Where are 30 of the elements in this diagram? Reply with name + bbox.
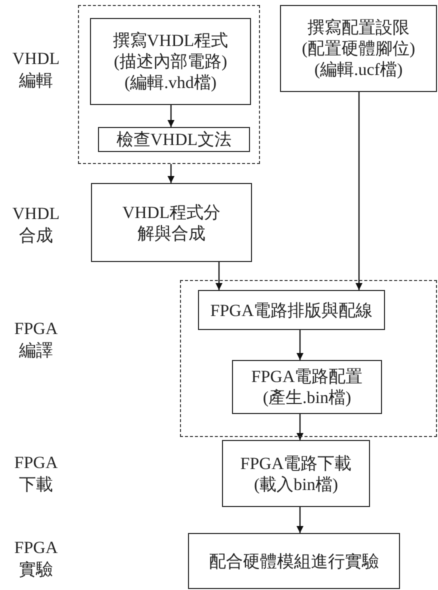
process-box: [222, 440, 370, 507]
step-text: 撰寫配置設限(配置硬體腳位)(編輯.ucf檔): [302, 17, 416, 80]
process-box: [91, 183, 252, 262]
step-text: 檢查VHDL文法: [116, 129, 232, 150]
arrow: [168, 105, 174, 127]
step-text: VHDL程式分解與合成: [121, 202, 222, 244]
arrow: [296, 330, 304, 360]
process-box: [232, 360, 382, 414]
stage-label: VHDL編輯: [11, 48, 61, 92]
step-text: 撰寫VHDL程式(描述內部電路)(編輯.vhd檔): [112, 30, 228, 93]
process-box: [98, 127, 250, 152]
arrow: [168, 164, 174, 183]
step-text: FPGA電路下載(載入bin檔): [240, 452, 352, 494]
stage-label: VHDL合成: [11, 203, 61, 247]
step-text: 配合硬體模組進行實驗: [209, 550, 379, 572]
stage-label: FPGA編譯: [13, 318, 59, 362]
process-box: [90, 18, 251, 105]
process-box: [280, 5, 437, 92]
group-frame: [180, 280, 437, 437]
process-box: [198, 290, 385, 330]
arrow: [296, 414, 304, 440]
stage-label: FPGA實驗: [13, 537, 59, 581]
arrow: [216, 262, 222, 290]
group-frame: [78, 5, 260, 164]
step-text: FPGA電路配置(產生.bin檔): [251, 366, 363, 408]
step-text: FPGA電路排版與配線: [210, 300, 373, 320]
arrow: [356, 92, 362, 290]
arrow: [296, 507, 304, 533]
process-box: [188, 533, 400, 589]
stage-label: FPGA下載: [13, 452, 59, 496]
